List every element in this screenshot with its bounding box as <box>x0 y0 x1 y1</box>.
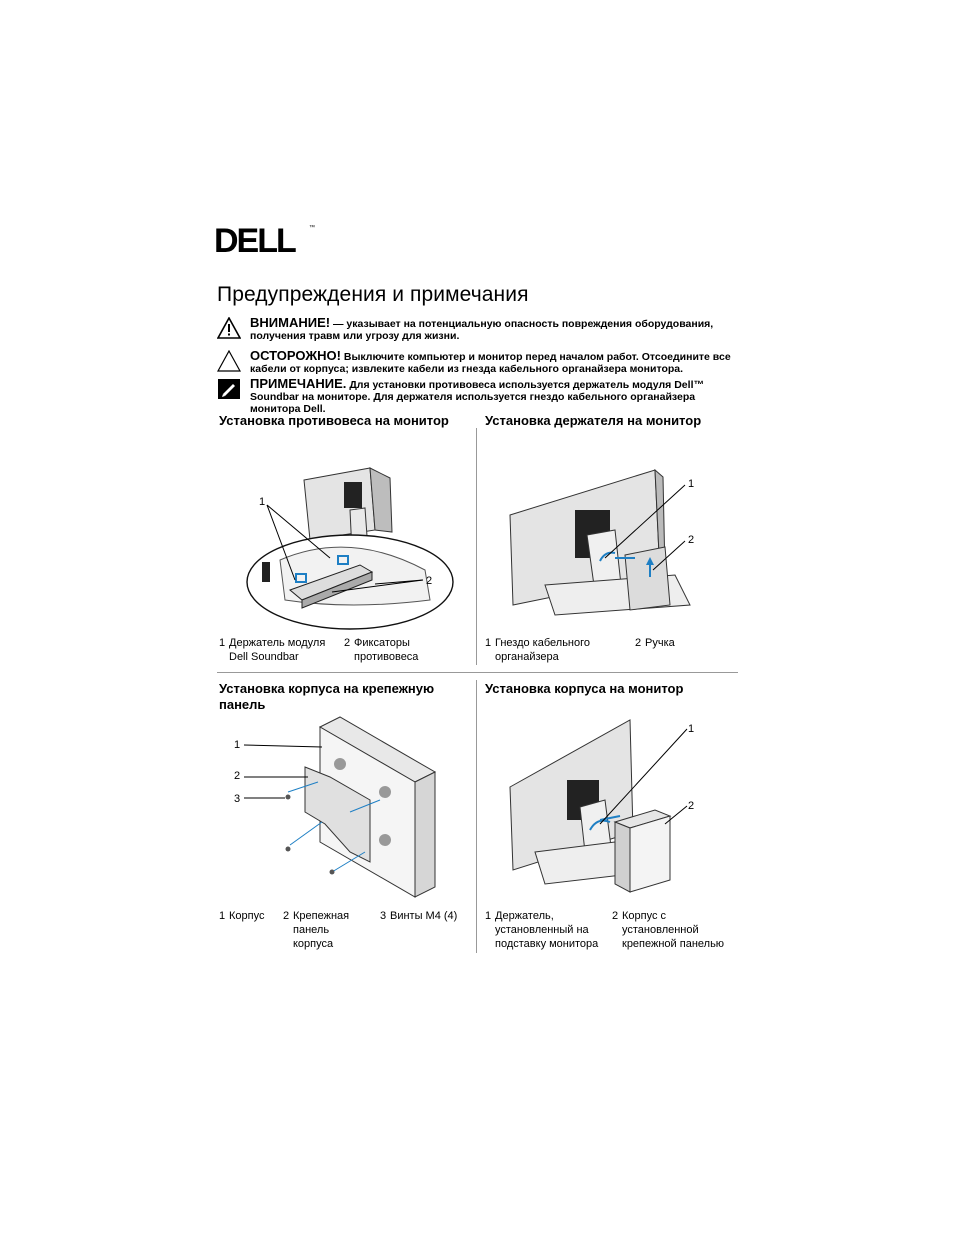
note-pencil-icon <box>218 379 240 399</box>
callout-2: 2 <box>426 575 432 587</box>
note-text: Для установки противовеса используется д… <box>250 379 704 415</box>
bracket-illustration: 1 2 3 <box>234 716 437 898</box>
callout-2: 2 <box>688 800 694 812</box>
counterweight-illustration: 1 2 <box>246 467 454 630</box>
callout-1: 1 <box>259 496 265 508</box>
callout-3: 3 <box>234 793 240 805</box>
caution-keyword: ОСТОРОЖНО! <box>250 348 341 363</box>
holder-illustration: 1 2 <box>509 468 694 616</box>
section-title-chassis-monitor: Установка корпуса на монитор <box>485 681 684 696</box>
callout-1: 1 <box>688 478 694 490</box>
caution-text: Выключите компьютер и монитор перед нача… <box>250 351 731 375</box>
section-title-counterweight: Установка противовеса на монитор <box>219 413 449 428</box>
warning-keyword: ВНИМАНИЕ! <box>250 315 331 330</box>
warning-triangle-icon <box>217 317 241 339</box>
callout-1: 1 <box>688 723 694 735</box>
trademark-sign: ™ <box>309 224 315 231</box>
page-title: Предупреждения и примечания <box>217 283 529 306</box>
column-divider-top <box>476 428 477 665</box>
warning-text: — указывает на потенциальную опасность п… <box>250 318 714 342</box>
chassis-monitor-illustration: 1 2 <box>509 719 694 893</box>
callout-2: 2 <box>688 534 694 546</box>
warning-note: ВНИМАНИЕ! — указывает на потенциальную о… <box>217 315 742 342</box>
caution-note: ОСТОРОЖНО! Выключите компьютер и монитор… <box>217 348 742 375</box>
section-title-bracket: Установка корпуса на крепежную панель <box>219 681 435 712</box>
caution-triangle-icon <box>217 350 241 372</box>
dell-logo: DELL ™ <box>214 222 315 260</box>
callout-1: 1 <box>234 739 240 751</box>
row-divider <box>217 672 738 673</box>
callout-2: 2 <box>234 770 240 782</box>
note-note: ПРИМЕЧАНИЕ. Для установки противовеса ис… <box>217 376 742 415</box>
section-title-holder: Установка держателя на монитор <box>485 413 702 428</box>
note-keyword: ПРИМЕЧАНИЕ. <box>250 376 347 391</box>
column-divider-bottom <box>476 680 477 953</box>
logo-text: DELL <box>214 222 296 260</box>
